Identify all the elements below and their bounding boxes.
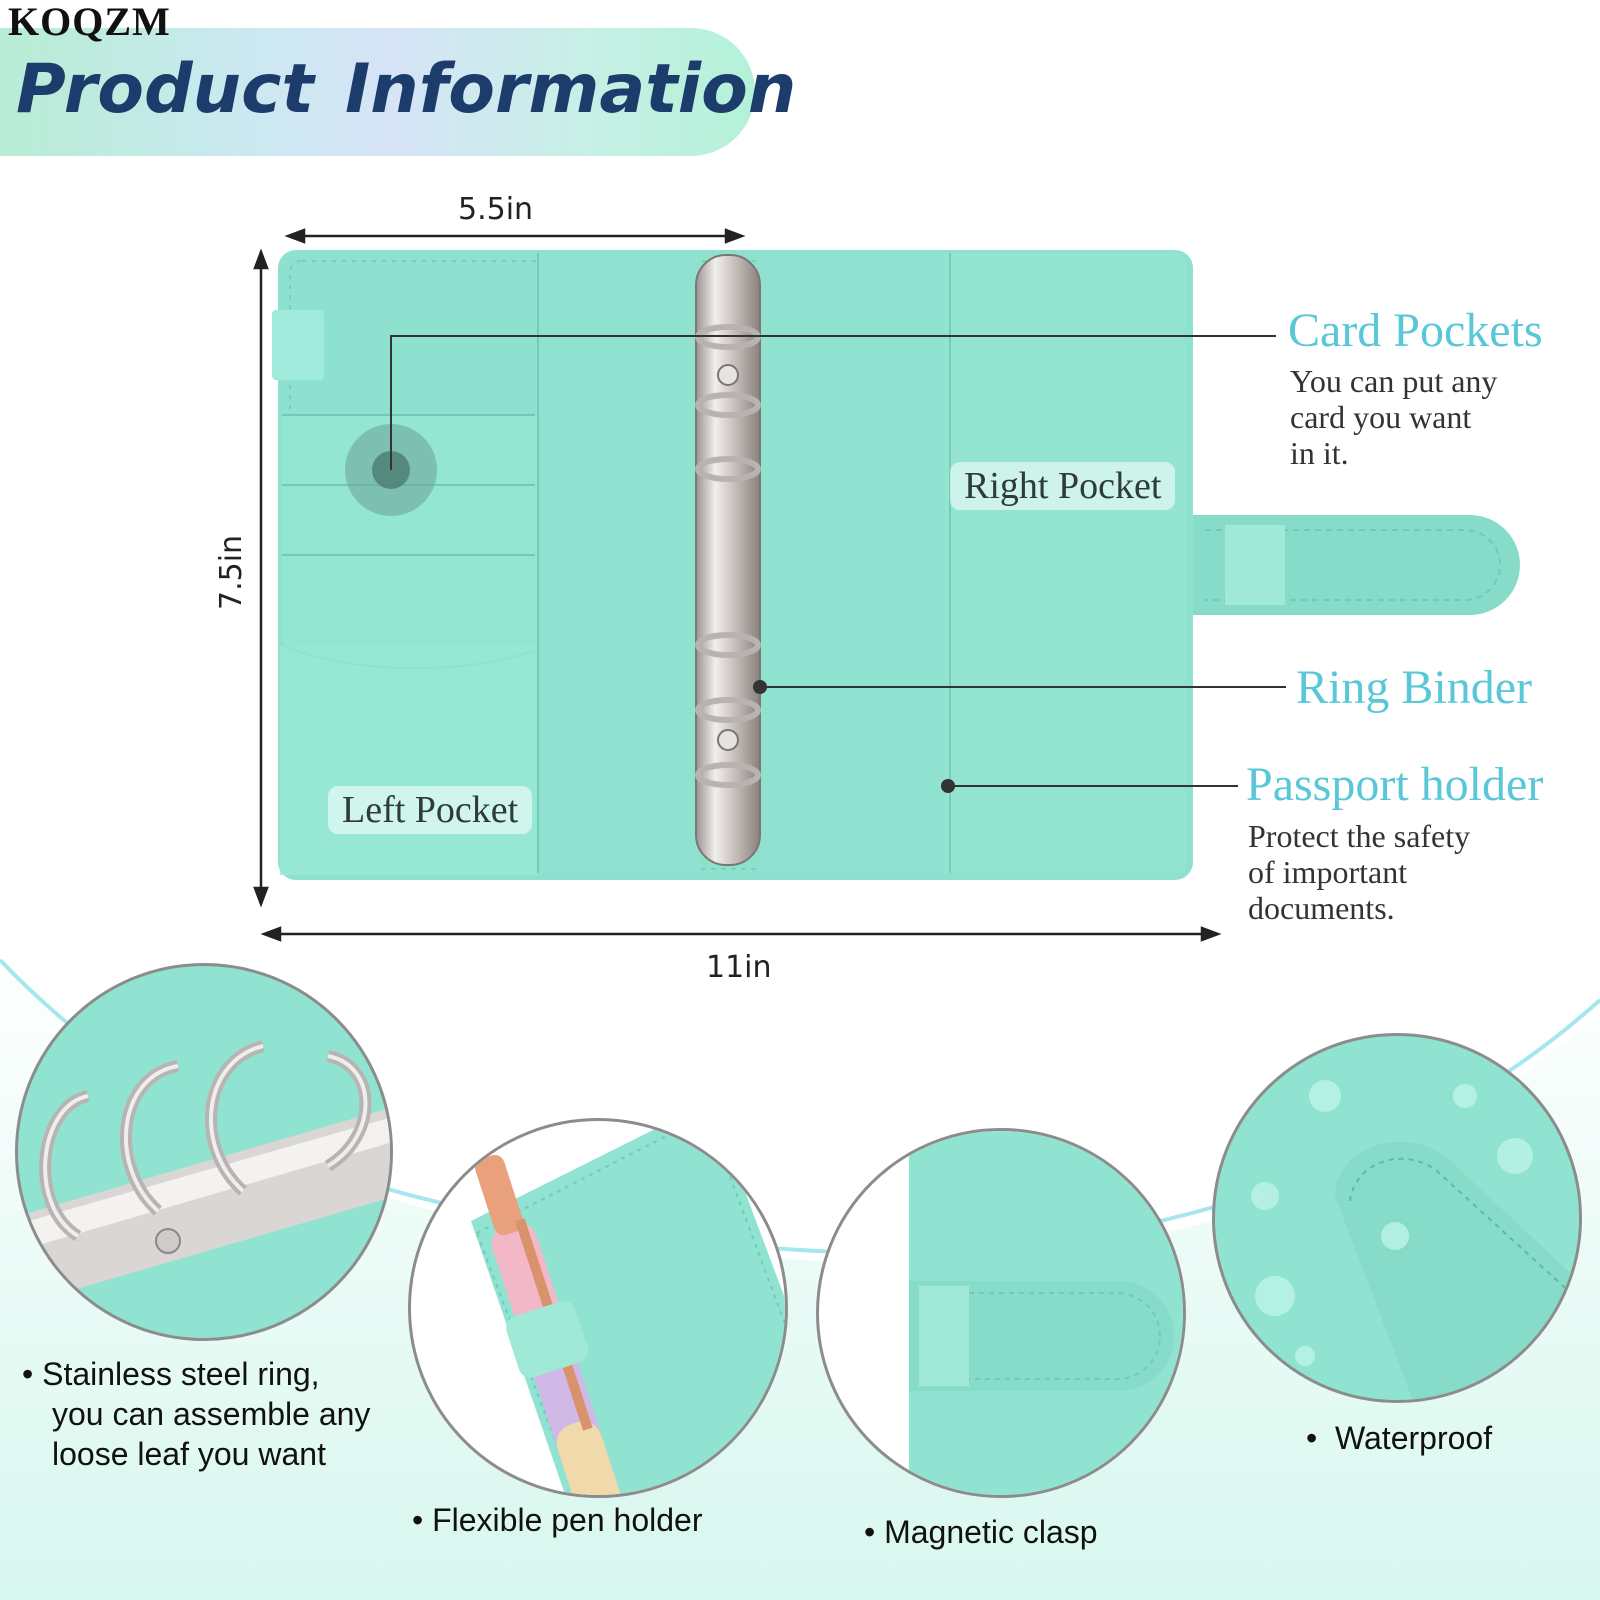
title-word-information: Information — [345, 50, 797, 129]
right-pocket-label: Right Pocket — [950, 462, 1176, 510]
ring-detail-icon — [15, 963, 393, 1341]
callout-lines — [390, 335, 1286, 793]
clasp-caption: • Magnetic clasp — [864, 1514, 1098, 1550]
brand-logo: KOQZM — [8, 0, 171, 44]
card-pockets-title: Card Pockets — [1288, 304, 1543, 357]
waterproof-caption: • Waterproof — [1306, 1420, 1493, 1456]
pen-caption: • Flexible pen holder — [412, 1502, 703, 1538]
waterproof-detail-icon — [1212, 1033, 1582, 1403]
clasp-detail-icon — [816, 1128, 1186, 1498]
left-pocket-label: Left Pocket — [328, 786, 533, 834]
card-pockets-desc: You can put any card you want in it. — [1290, 363, 1498, 471]
pen-detail-icon — [408, 1118, 788, 1498]
title-banner — [0, 28, 755, 156]
passport-holder-title: Passport holder — [1246, 758, 1544, 811]
passport-holder-desc: Protect the safety of important document… — [1248, 818, 1471, 926]
dimension-arrows — [253, 228, 1222, 942]
title-word-product: Product — [16, 50, 314, 129]
open-width-label: 11in — [706, 950, 772, 985]
width-label: 5.5in — [458, 192, 534, 227]
ring-caption: • Stainless steel ring, you can assemble… — [22, 1356, 371, 1472]
ring-binder-title: Ring Binder — [1296, 661, 1532, 714]
